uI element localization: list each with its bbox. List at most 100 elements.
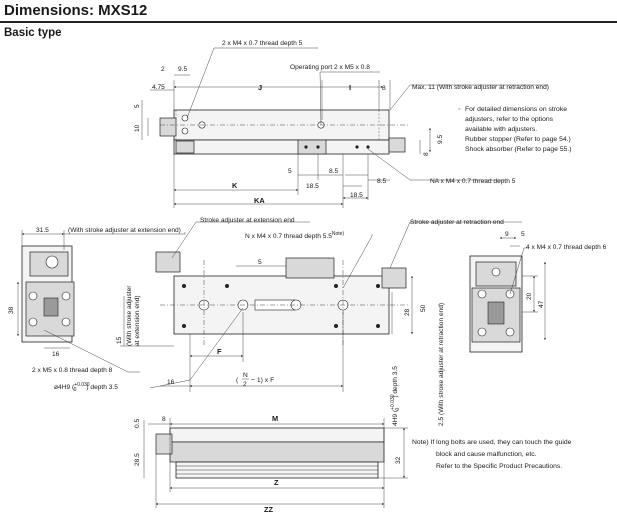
dim-value: 15 (116, 336, 123, 344)
dim-value: 18.5 (306, 183, 319, 190)
leader (319, 71, 380, 126)
dim-value: 5 (288, 168, 292, 175)
dim-value: 0.5 (134, 419, 141, 428)
mount-hole (182, 284, 186, 288)
note-bullet: ◦ (458, 106, 460, 113)
dim-value: 4.75 (152, 84, 165, 91)
dim-value: 2 (161, 66, 165, 73)
dim-value: M (272, 414, 278, 423)
label-n-thread-sup: Note) (332, 231, 345, 237)
dim-value: F (217, 347, 222, 356)
top-view-port-block (175, 140, 195, 154)
dim-value: 10 (134, 124, 141, 132)
formula-open: ( (236, 377, 239, 384)
note-line: For detailed dimensions on stroke (465, 106, 567, 113)
top-thread-hole (181, 114, 189, 122)
dim-value: 9.5 (178, 66, 187, 73)
label-vert-ret: 2.5 (With stroke adjuster at retraction … (438, 303, 445, 426)
dim-value: 9.5 (437, 135, 444, 144)
na-hole (316, 145, 320, 149)
formula-tail: − 1) x F (251, 377, 274, 384)
left-view-port (45, 255, 59, 269)
top-view-end-block (159, 117, 177, 137)
page-title: Dimensions: MXS12 (4, 2, 148, 19)
dim-value: 16 (167, 379, 175, 386)
dim-value: 8 (162, 416, 166, 423)
leader (43, 329, 140, 373)
label-vert-bore-tol-top: +0.030 (390, 394, 396, 410)
label-thread-m4-top: 2 x M4 x 0.7 thread depth 5 (222, 40, 303, 47)
label-vert-bore-post: ) depth 3.5 (392, 366, 399, 398)
left-view-hole (61, 291, 71, 301)
leader (186, 47, 318, 119)
dim-value: 16 (52, 351, 60, 358)
label-na-thread-prefix: NA x M4 x 0.7 thread depth 5 (430, 178, 516, 185)
label-thread-m4-right: 4 x M4 x 0.7 thread depth 6 (526, 244, 607, 251)
label-vert-ext-1: (With stroke adjuster (126, 285, 133, 346)
note-line: Shock absorber (Refer to page 55.) (465, 146, 572, 153)
note-line: adjusters, refer to the options (465, 116, 554, 123)
right-end-view (469, 237, 546, 353)
dim-value: 18.5 (350, 192, 363, 199)
label-max-note: Max. 11 (With stroke adjuster at retract… (412, 84, 549, 91)
dim-value: 8 (382, 85, 386, 92)
left-view-rail (43, 297, 59, 317)
label-vert-bore-tol-bot: 0 (395, 407, 401, 410)
top-view-adjuster (388, 137, 406, 153)
left-end-view (17, 230, 186, 373)
right-view-hole (491, 267, 501, 277)
mount-hole (376, 284, 380, 288)
dim-value: 9 (505, 231, 509, 238)
note-line: Refer to the Specific Product Precaution… (436, 463, 562, 470)
dim-value: 8.5 (377, 178, 386, 185)
na-hole (355, 145, 359, 149)
dim-value: 38 (8, 306, 15, 314)
label-n-thread: N x M4 x 0.7 thread depth 5.5Note) (245, 231, 344, 240)
label-stroke-ret: Stroke adjuster at retraction end (410, 219, 504, 226)
mount-hole (182, 324, 186, 328)
top-thread-hole (181, 127, 189, 135)
leader (509, 247, 528, 295)
left-view-hole (28, 291, 38, 301)
front-view-stopper (285, 257, 335, 279)
label-vert-bore: 4H9 (+0.0300) depth 3.5 (390, 366, 401, 426)
dim-value: 47 (538, 300, 545, 308)
label-bore-post: ) depth 3.5 (86, 384, 118, 391)
dim-value: 20 (526, 292, 533, 300)
dim-value: 31.5 (36, 227, 49, 234)
leader (149, 307, 244, 389)
dim-value: 50 (420, 304, 427, 312)
dim-value: J (258, 83, 262, 92)
dim-value: I (349, 83, 351, 92)
mount-hole (334, 324, 338, 328)
section-heading: Basic type (4, 27, 62, 39)
top-view-center-block (297, 139, 327, 155)
mount-hole (334, 284, 338, 288)
dim-value: 5 (521, 231, 525, 238)
mount-hole (376, 324, 380, 328)
dim-value: Z (274, 478, 279, 487)
label-thread-m5-bottom: 2 x M5 x 0.8 thread depth 8 (32, 367, 113, 374)
title-rule (0, 21, 617, 23)
front-view-ext-adjuster (155, 251, 181, 273)
label-operating-port: Operating port 2 x M5 x 0.8 (290, 64, 370, 71)
left-view-hole (61, 317, 71, 327)
dim-value: 5 (258, 259, 262, 266)
leader (389, 84, 548, 111)
right-view-hole (477, 289, 487, 299)
formula-den: 2 (243, 381, 247, 388)
dim-value: 8 (423, 152, 430, 156)
formula-num: N (243, 372, 248, 379)
label-na-thread: NA x M4 x 0.7 thread depth 5 (430, 178, 516, 185)
front-view-ret-adjuster (381, 267, 407, 289)
top-view (141, 47, 548, 208)
labels: 2 x M4 x 0.7 thread depth 5 Operating po… (32, 40, 607, 470)
na-hole (366, 145, 370, 149)
note-line: Rubber stopper (Refer to page 54.) (465, 136, 571, 143)
dim-value: 28.5 (134, 453, 141, 466)
label-with-stroke-ext: (With stroke adjuster at extension end) (68, 227, 181, 234)
dim-value: ZZ (264, 505, 274, 514)
leader (171, 221, 310, 259)
